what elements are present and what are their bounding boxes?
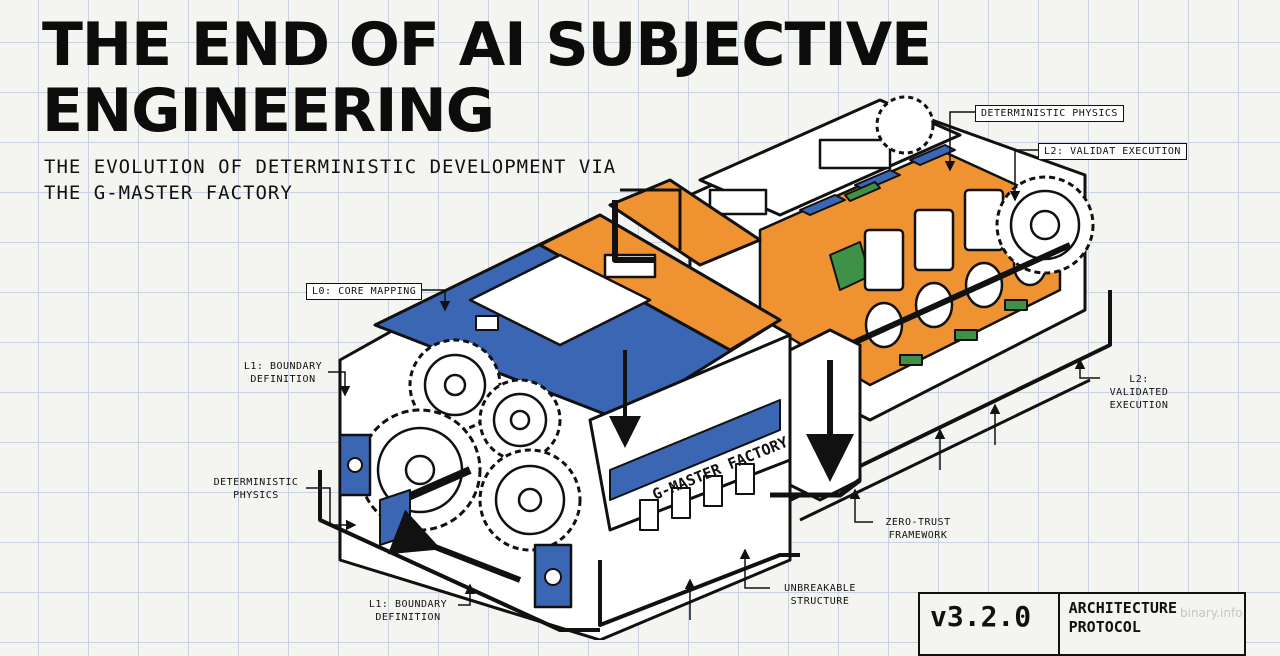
label-l1-boundary-definition-left: L1: BOUNDARY DEFINITION	[243, 361, 323, 385]
label-l2-validated-execution-right: L2: VALIDATED EXECUTION	[1109, 374, 1169, 411]
watermark: binary.info	[1180, 606, 1243, 620]
version-badge-text: ARCHITECTURE PROTOCOL	[1068, 599, 1177, 636]
label-deterministic-physics-top: DETERMINISTIC PHYSICS	[975, 105, 1124, 122]
label-l0-core-mapping: L0: CORE MAPPING	[306, 283, 423, 300]
rear-engine-block	[688, 95, 1112, 522]
connector-housing	[770, 328, 862, 502]
leader-lines	[306, 111, 1100, 620]
front-factory-block	[318, 178, 800, 640]
g-master-factory-illustration: G-MASTER FACTORY	[306, 95, 1112, 640]
label-unbreakable-structure: UNBREAKABLE STRUCTURE	[784, 583, 856, 607]
label-deterministic-physics-left: DETERMINISTIC PHYSICS	[213, 477, 299, 501]
version-badge: v3.2.0 ARCHITECTURE PROTOCOL	[918, 592, 1246, 656]
label-zero-trust-framework: ZERO-TRUST FRAMEWORK	[885, 517, 951, 541]
version-number: v3.2.0	[920, 594, 1060, 654]
label-l1-boundary-definition-bottom: L1: BOUNDARY DEFINITION	[368, 599, 448, 623]
page-title: THE END OF AI SUBJECTIVE ENGINEERING	[42, 10, 932, 146]
page-subtitle: THE EVOLUTION OF DETERMINISTIC DEVELOPME…	[44, 156, 617, 204]
label-l2-validat-execution: L2: VALIDAT EXECUTION	[1038, 143, 1187, 160]
